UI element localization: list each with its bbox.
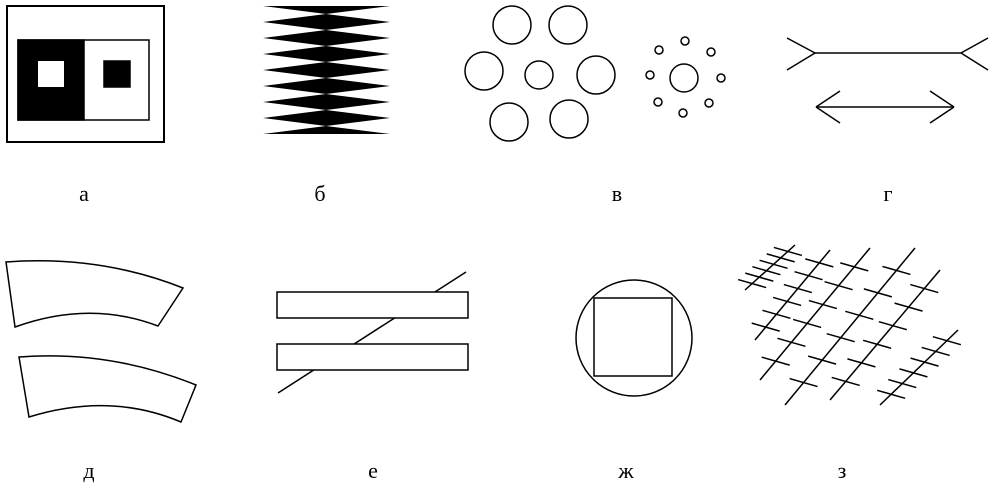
- hatch-stroke: [910, 357, 939, 367]
- hatch-stroke: [824, 280, 853, 291]
- hatch-stroke: [751, 322, 780, 332]
- hatch-stroke: [737, 278, 767, 289]
- hatch-stroke: [847, 358, 876, 368]
- zigzag-band: [263, 54, 390, 70]
- hatch-stroke: [899, 368, 928, 378]
- hatch-stroke: [862, 339, 892, 350]
- hatch-stroke: [761, 356, 790, 366]
- hatch-stroke: [762, 309, 791, 320]
- panel-b-zigzag: [263, 6, 390, 134]
- hatch-stroke: [894, 302, 923, 312]
- hatch-stroke: [783, 283, 813, 294]
- hatch-stroke: [754, 249, 831, 341]
- panel-v-ebbinghaus: [464, 5, 726, 142]
- zigzag-band: [263, 118, 390, 134]
- label-e: е: [368, 458, 378, 483]
- zigzag-band: [263, 86, 390, 102]
- hatch-stroke: [831, 376, 860, 387]
- hatch-stroke: [878, 320, 908, 331]
- label-z: з: [837, 458, 847, 483]
- label-d: д: [83, 458, 95, 483]
- hatch-stroke: [759, 259, 788, 270]
- zigzag-band: [263, 38, 390, 54]
- hatch-stroke: [921, 346, 950, 357]
- hatch-stroke: [772, 296, 802, 307]
- hatch-stroke: [882, 265, 911, 276]
- label-zh: ж: [618, 458, 634, 483]
- hatch-stroke: [910, 283, 939, 294]
- hatch-stroke: [794, 270, 823, 281]
- label-b: б: [314, 181, 326, 206]
- hatch-stroke: [879, 329, 959, 406]
- hatch-stroke: [932, 335, 962, 346]
- label-v: в: [611, 181, 623, 206]
- hatch-stroke: [876, 389, 906, 400]
- zigzag-band: [263, 6, 390, 22]
- hatch-stroke: [829, 269, 941, 401]
- panel-zh-square-in-circle: [575, 279, 693, 397]
- label-a: а: [79, 181, 89, 206]
- hatch-stroke: [888, 378, 917, 389]
- hatch-stroke: [784, 247, 916, 406]
- panel-g-muller-lyer: [786, 37, 989, 124]
- hatch-stroke: [863, 288, 893, 298]
- hatch-stroke: [807, 355, 837, 365]
- hatch-stroke: [752, 265, 781, 276]
- hatch-stroke: [808, 299, 838, 310]
- panel-z-zollner-hatching: [737, 244, 962, 406]
- hatch-stroke: [792, 318, 822, 329]
- panel-d-jastrow: [5, 260, 197, 423]
- hatch-stroke: [745, 272, 774, 282]
- hatch-stroke: [777, 337, 806, 348]
- zigzag-band: [263, 102, 390, 118]
- hatch-stroke: [840, 262, 869, 272]
- hatch-stroke: [826, 332, 855, 343]
- hatch-stroke: [766, 253, 795, 263]
- hatch-stroke: [789, 377, 818, 388]
- panel-a-contrast-squares: [6, 5, 165, 143]
- hatch-stroke: [773, 246, 803, 257]
- panel-e-poggendorff: [276, 271, 469, 394]
- hatch-stroke: [845, 310, 874, 321]
- hatch-stroke: [759, 247, 871, 381]
- label-g: г: [883, 181, 893, 206]
- hatch-stroke: [744, 244, 796, 291]
- zigzag-band: [263, 70, 390, 86]
- hatch-stroke: [805, 258, 834, 268]
- zigzag-band: [263, 22, 390, 38]
